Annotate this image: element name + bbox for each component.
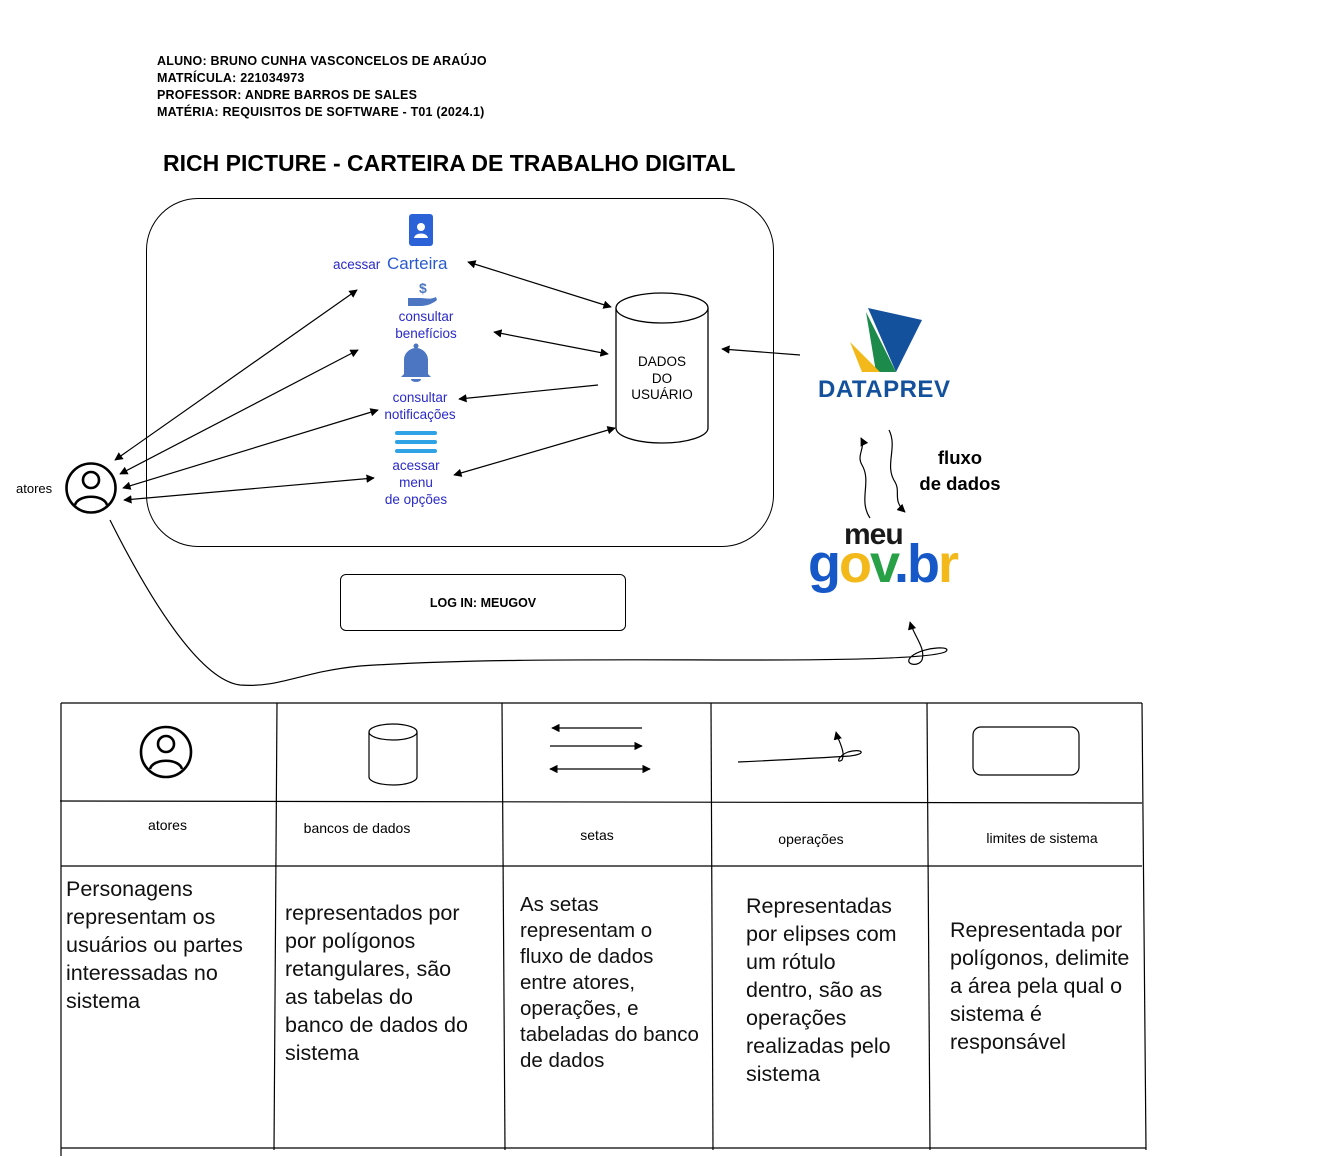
access-wallet-label: Carteira (387, 254, 448, 273)
govbr-dot: . (894, 534, 909, 594)
database-label: DADOS DO USUÁRIO (631, 354, 693, 402)
database-icon (615, 292, 709, 444)
legend-header-operations: operações (778, 831, 844, 847)
dataprev-logo: DATAPREV (818, 376, 951, 403)
legend-desc-databases: representados por por polígonos retangul… (285, 901, 468, 1065)
legend-database-icon (368, 723, 418, 786)
op-benefits-label: consultar benefícios (395, 309, 457, 341)
arrow-menu-db (453, 426, 616, 477)
arrow-carteira-db (467, 260, 612, 309)
arrow-db-notificacoes (458, 384, 599, 403)
legend-header-arrows: setas (580, 827, 614, 843)
arrow-dataprev-db (721, 345, 801, 356)
user-icon (65, 462, 117, 514)
bell-icon (401, 343, 431, 382)
dataprev-logo-mark (850, 308, 922, 372)
actor-label: atores (16, 481, 53, 496)
govbr-letter-r: r (938, 534, 959, 594)
arrow-govbr-dataprev (859, 437, 871, 519)
menu-icon (395, 431, 437, 453)
page-title: RICH PICTURE - CARTEIRA DE TRABALHO DIGI… (163, 150, 736, 176)
svg-text:$: $ (419, 280, 427, 296)
id-card-icon (409, 214, 433, 246)
login-box: LOG IN: MEUGOV (340, 574, 626, 631)
legend-arrows-icon (549, 723, 651, 774)
professor-name: PROFESSOR: ANDRE BARROS DE SALES (157, 88, 418, 102)
arrow-dataprev-govbr (888, 429, 906, 513)
govbr-logo-top: meu (844, 518, 904, 551)
money-hand-icon: $ (408, 280, 437, 306)
legend-desc-boundaries: Representada por polígonos, delimite a á… (950, 918, 1130, 1054)
govbr-letter-o: o (839, 534, 872, 594)
curve-actor-govbr (109, 519, 948, 686)
access-prefix-label: acessar (333, 257, 381, 272)
govbr-letter-b: b (907, 534, 940, 594)
op-menu-label: acessar menu de opções (384, 458, 448, 507)
login-label: LOG IN: MEUGOV (429, 595, 537, 610)
legend-header-actors: atores (148, 817, 187, 833)
registration-number: MATRÍCULA: 221034973 (157, 71, 305, 85)
legend-header-boundaries: limites de sistema (986, 830, 1098, 846)
legend-user-icon (139, 725, 193, 779)
arrow-actor-menu (123, 474, 375, 504)
govbr-letter-v: v (870, 534, 896, 594)
legend-curve-icon (737, 731, 862, 763)
legend-desc-operations: Representadas por elipses com um rótulo … (746, 894, 897, 1086)
legend-boundary-icon (972, 726, 1080, 776)
arrow-beneficios-db (493, 329, 609, 357)
legend-header-databases: bancos de dados (303, 820, 411, 836)
legend-desc-actors: Personagens representam os usuários ou p… (66, 877, 243, 1013)
student-name: ALUNO: BRUNO CUNHA VASCONCELOS DE ARAÚJO (157, 54, 487, 68)
subject-name: MATÉRIA: REQUISITOS DE SOFTWARE - T01 (2… (157, 105, 485, 119)
diagram-arrows: $ (65, 214, 948, 686)
govbr-letter-g: g (808, 534, 841, 594)
data-flow-label: fluxo de dados (919, 447, 1001, 494)
govbr-logo: gov.br (808, 531, 959, 597)
op-notifications-label: consultar notificações (384, 390, 456, 422)
legend-desc-arrows: As setas representam o fluxo de dados en… (520, 893, 699, 1072)
